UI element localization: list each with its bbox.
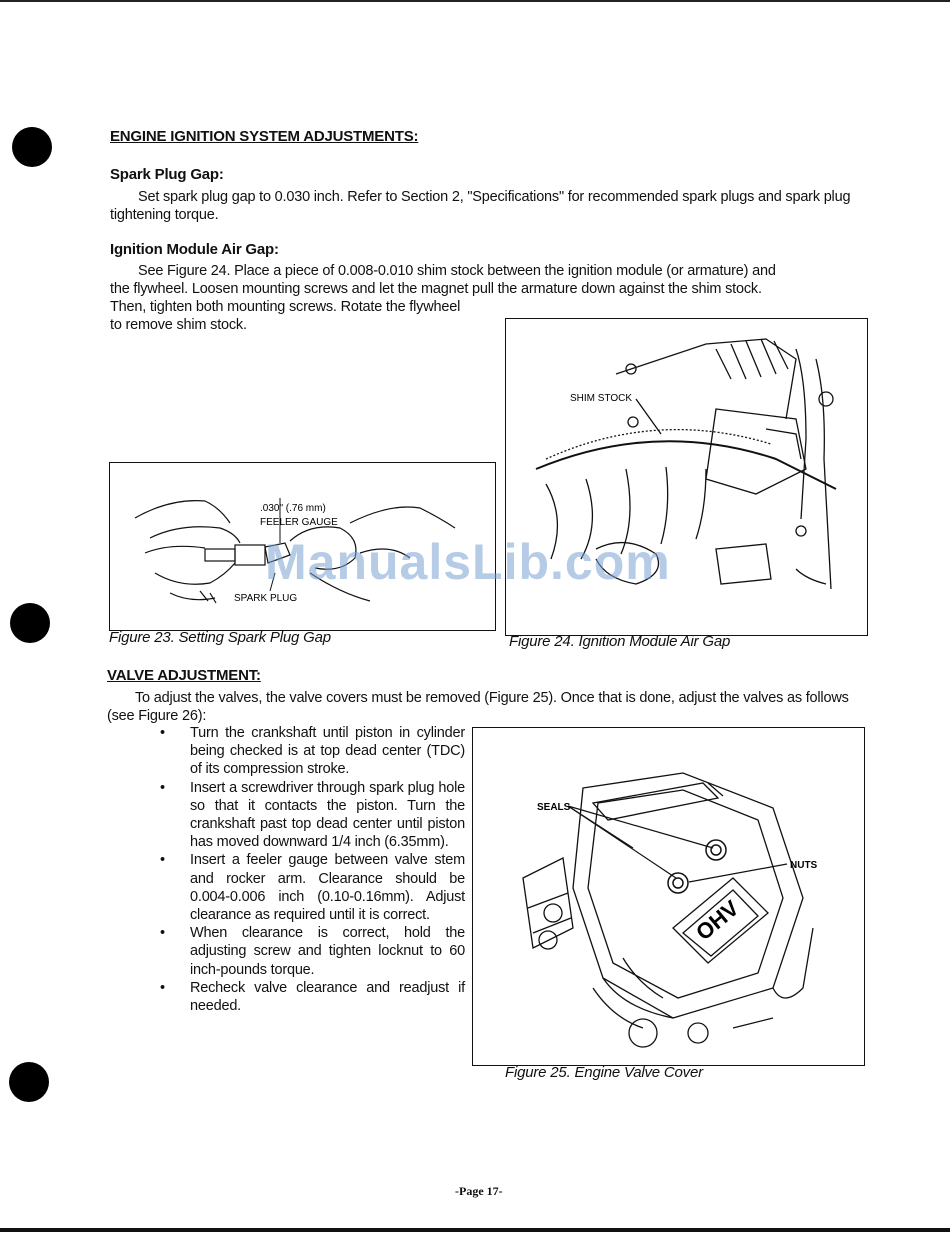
figure-25-valve-cover: SEALS NUTS OHV (472, 727, 865, 1066)
valve-steps-list: Turn the crankshaft until piston in cyli… (160, 724, 465, 1015)
nuts-label: NUTS (790, 860, 818, 871)
ignition-line-4: to remove shim stock. (110, 317, 247, 333)
figure-24-caption: Figure 24. Ignition Module Air Gap (509, 633, 731, 650)
spark-plug-illustration: .030" (.76 mm) FEELER GAUGE SPARK PLUG (134, 498, 456, 604)
valve-cover-illustration: SEALS NUTS OHV (522, 772, 818, 1048)
valve-step-2: Insert a screwdriver through spark plug … (160, 779, 465, 852)
ignition-line-3: Then, tighten both mounting screws. Rota… (110, 299, 461, 315)
figure-23-spark-plug-gap: .030" (.76 mm) FEELER GAUGE SPARK PLUG (109, 462, 496, 631)
spark-plug-title: Spark Plug Gap: (110, 166, 224, 183)
valve-heading: VALVE ADJUSTMENT: (107, 667, 261, 684)
ignition-module-illustration: SHIM STOCK (535, 338, 837, 590)
gap-label: .030" (.76 mm) (260, 503, 326, 514)
feeler-gauge-label: FEELER GAUGE (260, 517, 338, 528)
shim-stock-label: SHIM STOCK (570, 393, 632, 404)
valve-step-5: Recheck valve clearance and readjust if … (160, 979, 465, 1015)
page-number: -Page 17- (455, 1184, 503, 1198)
figure-23-caption: Figure 23. Setting Spark Plug Gap (109, 629, 331, 646)
figure-24-ignition-module: SHIM STOCK (505, 318, 868, 636)
binder-hole-top (12, 127, 52, 167)
ignition-line-1: See Figure 24. Place a piece of 0.008-0.… (138, 263, 776, 279)
figure-25-caption: Figure 25. Engine Valve Cover (505, 1064, 703, 1081)
seals-label: SEALS (537, 802, 571, 813)
ignition-line-2: the flywheel. Loosen mounting screws and… (110, 281, 762, 297)
ohv-label: OHV (691, 895, 744, 945)
ignition-title: Ignition Module Air Gap: (110, 241, 279, 258)
valve-step-4: When clearance is correct, hold the adju… (160, 924, 465, 979)
watermark: ManualsLib.com (265, 534, 671, 590)
top-border-line (0, 0, 950, 2)
bottom-border-line (0, 1228, 950, 1232)
valve-intro: To adjust the valves, the valve covers m… (107, 690, 849, 724)
valve-step-3: Insert a feeler gauge between valve stem… (160, 851, 465, 924)
spark-plug-label: SPARK PLUG (234, 593, 297, 604)
binder-hole-middle (10, 603, 50, 643)
section-heading: ENGINE IGNITION SYSTEM ADJUSTMENTS: (110, 128, 419, 145)
spark-plug-text: Set spark plug gap to 0.030 inch. Refer … (110, 189, 851, 223)
binder-hole-bottom (9, 1062, 49, 1102)
valve-step-1: Turn the crankshaft until piston in cyli… (160, 724, 465, 779)
